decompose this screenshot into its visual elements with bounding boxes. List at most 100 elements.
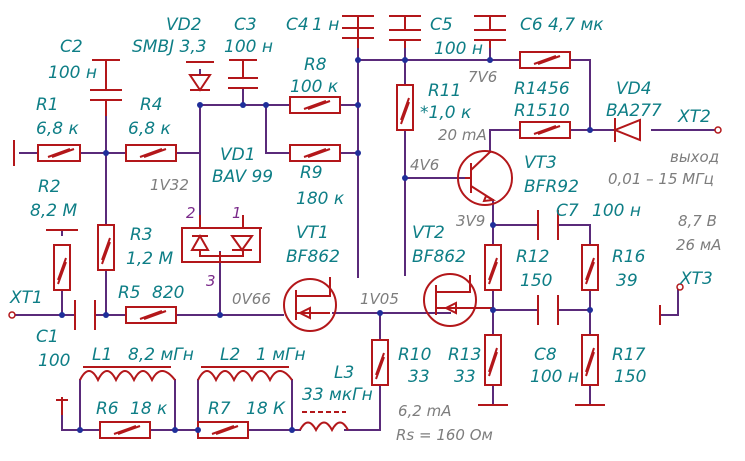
ground-symbols: [13, 59, 661, 415]
inductor-l3: [299, 411, 349, 433]
label-c7-val: 100 н: [592, 201, 641, 221]
resistor-r6: [99, 421, 151, 439]
resistor-r13: [484, 334, 502, 386]
label-c4: C4: [286, 15, 309, 35]
label-r16: R16: [612, 247, 646, 267]
label-l1: L1: [92, 345, 112, 365]
capacitor-c6: [474, 15, 506, 48]
label-vd1-val: BAV 99: [212, 167, 273, 187]
label-vd1: VD1: [220, 145, 256, 165]
label-c3-val: 100 н: [224, 37, 273, 57]
label-r9-val: 180 к: [296, 189, 345, 209]
annot-7v6: 7V6: [468, 68, 497, 86]
label-c6-val: 4,7 мк: [548, 15, 604, 35]
label-r10-val: 33: [408, 367, 430, 387]
annot-1v32: 1V32: [150, 176, 189, 194]
label-c5: C5: [430, 15, 453, 35]
label-r17: R17: [612, 345, 646, 365]
resistor-r3: [97, 224, 115, 271]
transistor-vt2: [423, 273, 493, 327]
label-vt2: VT2: [412, 223, 445, 243]
resistor-r14: [519, 51, 571, 69]
label-vt1: VT1: [296, 223, 329, 243]
resistor-r11: [396, 84, 414, 131]
label-c8-val: 100 н: [530, 367, 579, 387]
label-r15: R15: [514, 101, 547, 121]
label-r11-val: *1,0 к: [420, 103, 472, 123]
label-vt1-val: BF862: [286, 247, 340, 267]
label-l1-val: 8,2 мГн: [128, 345, 194, 365]
label-r15-val: 10: [548, 101, 570, 121]
label-xt3: XT3: [679, 269, 713, 289]
label-r3: R3: [130, 225, 153, 245]
label-r17-val: 150: [614, 367, 646, 387]
label-r2-val: 8,2 М: [30, 201, 77, 221]
diode-vd2: [186, 61, 214, 92]
label-r8: R8: [304, 55, 327, 75]
resistor-r12: [484, 244, 502, 291]
label-c4-val: 1 н: [312, 15, 339, 35]
label-vd2: VD2: [166, 15, 202, 35]
annot-4v6: 4V6: [410, 156, 439, 174]
annot-pin3: 3: [206, 272, 216, 290]
label-vd2-val: SMBJ 3,3: [132, 37, 207, 57]
label-r11: R11: [428, 81, 461, 101]
resistor-r2: [53, 244, 71, 291]
annot-out-range: 0,01 – 15 МГц: [608, 170, 714, 188]
label-vt2-val: BF862: [412, 247, 466, 267]
label-vt3: VT3: [524, 153, 557, 173]
label-l3-val: 33 мкГн: [302, 385, 373, 405]
capacitor-c4: [342, 15, 374, 48]
label-l2-val: 1 мГн: [256, 345, 306, 365]
label-c2-val: 100 н: [48, 63, 97, 83]
annot-20ma: 20 mA: [438, 126, 487, 144]
annot-6-2ma: 6,2 mA: [398, 402, 452, 420]
label-r13: R13: [448, 345, 481, 365]
terminals: [8, 126, 722, 319]
label-r5: R5: [118, 283, 141, 303]
label-r8-val: 100 к: [290, 77, 339, 97]
label-r6: R6: [96, 399, 119, 419]
annot-1v05: 1V05: [360, 290, 399, 308]
annot-pin1: 1: [232, 204, 242, 222]
resistor-r4: [125, 144, 177, 162]
resistor-r8: [289, 96, 341, 114]
label-r5-val: 820: [152, 283, 184, 303]
label-r9: R9: [300, 163, 323, 183]
label-r14: R14: [514, 79, 547, 99]
label-r14-val: 56: [548, 79, 570, 99]
diode-vd1: [181, 215, 262, 263]
label-r6-val: 18 к: [130, 399, 168, 419]
annotations: 7V6 20 mA 4V6 1V32 3V9 выход 0,01 – 15 М…: [150, 68, 721, 444]
component-labels: VD2 SMBJ 3,3 C3 100 н C4 1 н C5 100 н C6…: [9, 15, 713, 419]
resistor-r7: [197, 421, 249, 439]
capacitor-c7: [537, 210, 559, 240]
resistor-r10: [371, 339, 389, 386]
label-c5-val: 100 н: [434, 39, 483, 59]
label-r13-val: 33: [454, 367, 476, 387]
label-r10: R10: [398, 345, 431, 365]
capacitor-c3: [228, 60, 258, 89]
label-c3: C3: [234, 15, 257, 35]
transistor-vt3: [457, 150, 513, 206]
label-r2: R2: [38, 177, 61, 197]
label-r4-val: 6,8 к: [128, 119, 171, 139]
inductor-l2: [197, 366, 293, 383]
label-r4: R4: [140, 95, 163, 115]
label-xt2: XT2: [677, 107, 711, 127]
label-r1: R1: [36, 95, 59, 115]
resistor-r1: [37, 144, 81, 162]
label-r16-val: 39: [616, 271, 638, 291]
annot-3v9: 3V9: [456, 212, 485, 230]
annot-rs: Rs = 160 Ом: [396, 426, 493, 444]
capacitor-c2: [90, 60, 122, 116]
resistor-r16: [581, 244, 599, 291]
capacitor-c1: [74, 300, 96, 330]
resistor-r17: [581, 334, 599, 386]
resistor-r5: [125, 306, 177, 324]
label-c1-val: 100: [38, 351, 70, 371]
inductor-l1: [79, 366, 176, 383]
annot-sup-v: 8,7 В: [678, 212, 717, 230]
annot-sup-i: 26 мА: [676, 236, 721, 254]
